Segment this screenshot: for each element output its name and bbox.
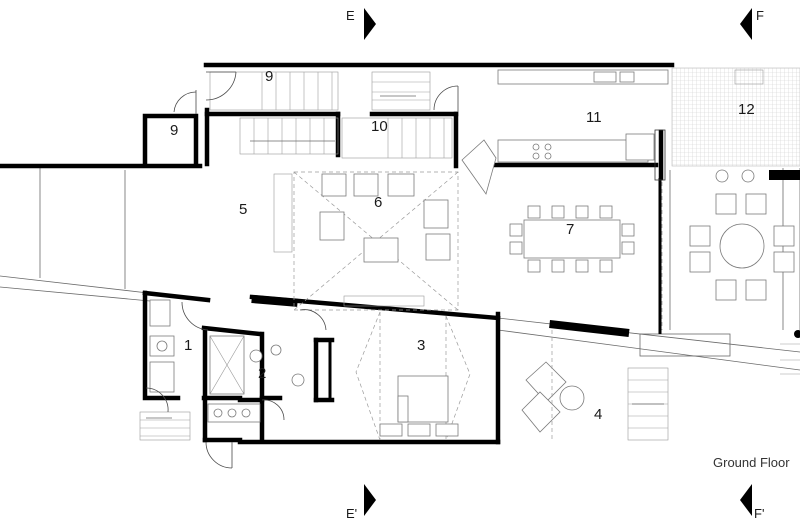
room-label-7: 7 — [566, 221, 574, 238]
kitchen — [461, 69, 669, 195]
dining-area — [509, 182, 663, 330]
room-label-2: 2 — [258, 365, 266, 382]
room-label-3: 3 — [417, 337, 425, 354]
terrace-furniture — [689, 169, 795, 301]
room-label-4: 4 — [594, 406, 602, 423]
site-lines — [0, 168, 800, 371]
room-label-6: 6 — [374, 194, 382, 211]
floor-caption: Ground Floor — [713, 455, 790, 470]
bathroom-fixtures — [149, 299, 305, 423]
room-label-11: 11 — [586, 109, 602, 126]
section-label-f-bottom: F' — [754, 506, 764, 521]
section-marker-e-top: E — [346, 8, 376, 40]
living-area — [273, 171, 459, 311]
patio — [139, 330, 800, 441]
room-label-9-lower: 9 — [170, 122, 178, 139]
section-label-e-top: E — [346, 8, 355, 23]
room-label-5: 5 — [239, 201, 247, 218]
room-label-1: 1 — [184, 337, 192, 354]
bedroom-furniture — [355, 311, 471, 441]
section-marker-f-top: F — [740, 8, 764, 40]
section-marker-e-bottom: E' — [346, 484, 376, 521]
section-label-f-top: F — [756, 8, 764, 23]
room-label-12: 12 — [738, 101, 755, 118]
section-label-e-bottom: E' — [346, 506, 357, 521]
terrace-hatch — [671, 67, 800, 167]
room-label-10: 10 — [371, 118, 388, 135]
terrace-grill — [734, 69, 764, 85]
section-marker-f-bottom: F' — [740, 484, 764, 521]
room-label-9-upper: 9 — [265, 68, 273, 85]
doors — [145, 71, 666, 469]
staircase — [209, 71, 453, 159]
